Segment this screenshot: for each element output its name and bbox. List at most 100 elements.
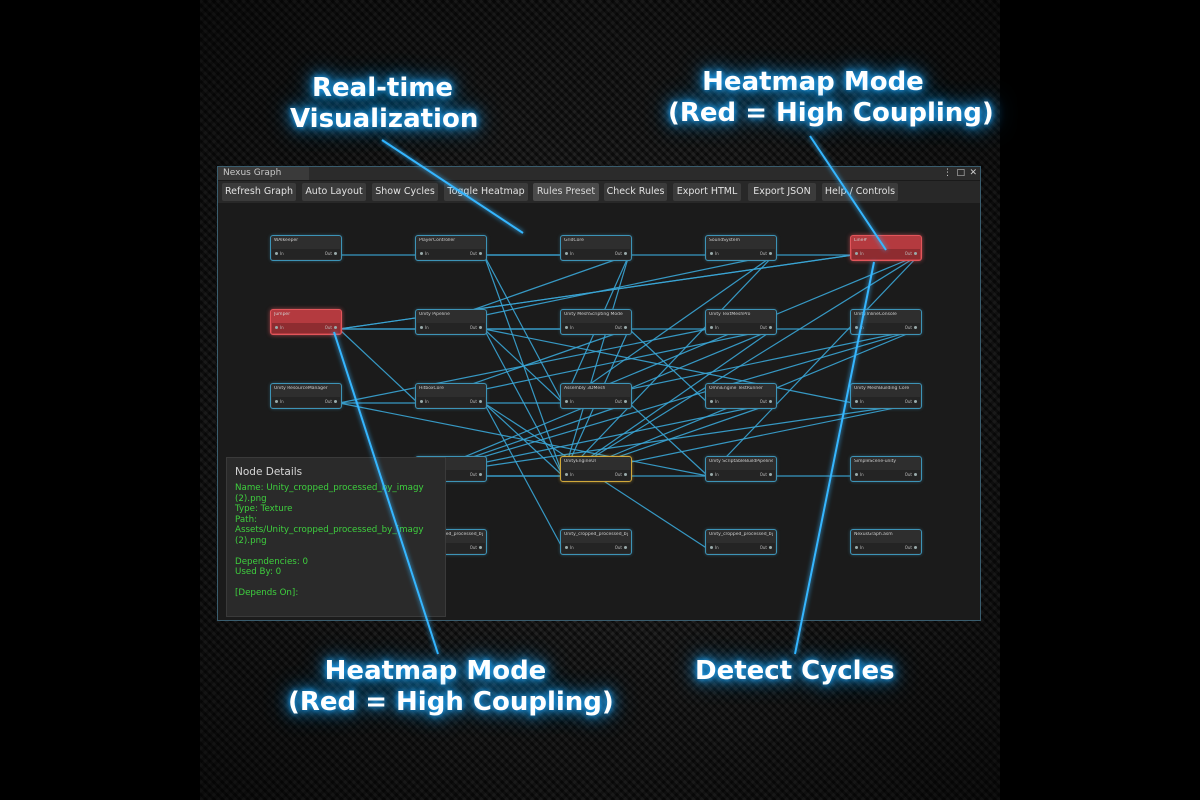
- node-title: Unity ScriptableBuildPipeline: [709, 459, 773, 464]
- in-port-icon[interactable]: [420, 326, 423, 329]
- out-port-icon[interactable]: [624, 546, 627, 549]
- in-port-icon[interactable]: [710, 326, 713, 329]
- check-rules-button[interactable]: Check Rules: [604, 183, 667, 201]
- callout-heatmap-top-line1: Heatmap Mode: [702, 67, 924, 97]
- details-line: (2).png: [235, 535, 267, 546]
- export-json-button[interactable]: Export JSON: [748, 183, 816, 201]
- details-line: Used By: 0: [235, 567, 282, 577]
- out-port-icon[interactable]: [914, 400, 917, 403]
- out-port-icon[interactable]: [914, 252, 917, 255]
- in-port-icon[interactable]: [275, 252, 278, 255]
- out-port-icon[interactable]: [334, 252, 337, 255]
- in-port-icon[interactable]: [565, 400, 568, 403]
- out-port-icon[interactable]: [769, 400, 772, 403]
- maximize-icon[interactable]: □: [956, 168, 965, 178]
- out-port-icon[interactable]: [334, 326, 337, 329]
- out-port-icon[interactable]: [769, 326, 772, 329]
- window-tab[interactable]: Nexus Graph: [218, 167, 310, 180]
- toggle-heatmap-button[interactable]: Toggle Heatmap: [444, 183, 528, 201]
- details-line: Type: Texture: [235, 504, 293, 514]
- out-port-icon[interactable]: [479, 473, 482, 476]
- out-port-icon[interactable]: [914, 546, 917, 549]
- out-port-label: Out: [904, 325, 912, 330]
- in-port-icon[interactable]: [855, 546, 858, 549]
- out-port-icon[interactable]: [769, 252, 772, 255]
- out-port-label: Out: [614, 325, 622, 330]
- rules-preset-dropdown[interactable]: Rules Preset ▾: [533, 183, 599, 215]
- help-controls-button[interactable]: Help / Controls: [822, 183, 898, 201]
- in-port-icon[interactable]: [710, 400, 713, 403]
- in-port-label: In: [280, 399, 284, 404]
- in-port-icon[interactable]: [565, 252, 568, 255]
- out-port-icon[interactable]: [479, 546, 482, 549]
- in-port-icon[interactable]: [565, 546, 568, 549]
- out-port-icon[interactable]: [914, 473, 917, 476]
- in-port-icon[interactable]: [420, 252, 423, 255]
- in-port-icon[interactable]: [855, 326, 858, 329]
- node-title: NexusGraph.asm: [854, 532, 893, 537]
- in-port-icon[interactable]: [710, 473, 713, 476]
- window-menu-icon[interactable]: ⋮: [943, 168, 952, 178]
- out-port-icon[interactable]: [624, 326, 627, 329]
- refresh-graph-button[interactable]: Refresh Graph: [222, 183, 296, 201]
- dependency-edge: [338, 328, 419, 404]
- out-port-icon[interactable]: [624, 252, 627, 255]
- close-icon[interactable]: ✕: [969, 168, 977, 178]
- in-port-icon[interactable]: [565, 326, 568, 329]
- in-port-icon[interactable]: [420, 400, 423, 403]
- out-port-icon[interactable]: [479, 252, 482, 255]
- in-port-icon[interactable]: [855, 252, 858, 255]
- auto-layout-button[interactable]: Auto Layout: [302, 183, 366, 201]
- out-port-label: Out: [759, 472, 767, 477]
- out-port-icon[interactable]: [479, 326, 482, 329]
- export-html-button[interactable]: Export HTML: [673, 183, 741, 201]
- in-port-icon[interactable]: [710, 252, 713, 255]
- show-cycles-button[interactable]: Show Cycles: [372, 183, 438, 201]
- out-port-icon[interactable]: [624, 473, 627, 476]
- out-port-icon[interactable]: [769, 473, 772, 476]
- in-port-icon[interactable]: [855, 400, 858, 403]
- node-title: Unity_cropped_processed_by_i: [419, 532, 483, 537]
- in-port-icon[interactable]: [710, 546, 713, 549]
- out-port-label: Out: [614, 545, 622, 550]
- in-port-label: In: [570, 399, 574, 404]
- out-port-icon[interactable]: [334, 400, 337, 403]
- out-port-icon[interactable]: [914, 326, 917, 329]
- in-port-icon[interactable]: [275, 326, 278, 329]
- out-port-icon[interactable]: [769, 546, 772, 549]
- in-port-icon[interactable]: [855, 473, 858, 476]
- in-port-icon[interactable]: [275, 400, 278, 403]
- out-port-icon[interactable]: [624, 400, 627, 403]
- out-port-icon[interactable]: [479, 400, 482, 403]
- node-title: Assembly 3DMesh: [564, 386, 606, 391]
- in-port-icon[interactable]: [565, 473, 568, 476]
